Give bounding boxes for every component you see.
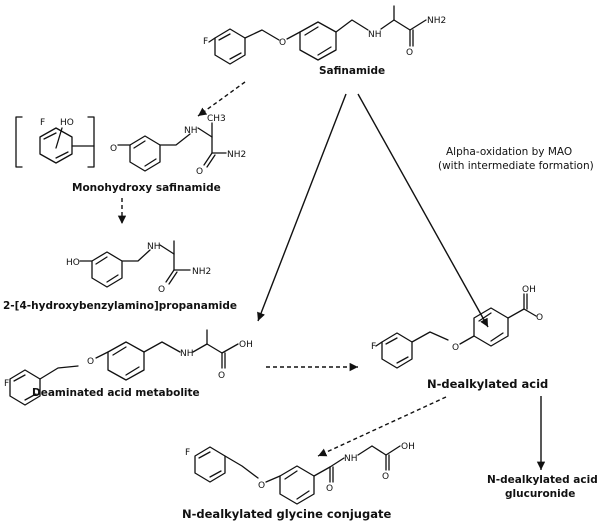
label-glucuronide-line2: glucuronide [505, 488, 575, 500]
carbonyl-oxygen-4: O [218, 371, 225, 381]
fluorine-atom: F [203, 37, 208, 47]
amide-nh: NH [344, 454, 358, 464]
monohydroxy-safinamide-structure: F HO O NH CH3 O NH2 [15, 114, 246, 177]
label-glycine-conjugate: N-dealkylated glycine conjugate [182, 507, 391, 521]
ndealkylated-acid-structure: F O OH O [371, 285, 543, 369]
amine-nh-4: NH [180, 349, 194, 359]
fluorine-atom-2: F [40, 118, 45, 128]
arrow-to-glycine-conjugate [317, 396, 447, 457]
benzyl-ring-2 [129, 135, 161, 172]
label-deaminated-acid: Deaminated acid metabolite [32, 387, 200, 399]
amine-nh-2: NH [184, 126, 198, 136]
hydroxy-group-2: HO [66, 258, 80, 268]
propanamide-structure: HO NH O NH2 [66, 240, 211, 295]
label-ndealkylated-acid: N-dealkylated acid [427, 377, 548, 391]
fluorine-atom-3: F [4, 379, 9, 389]
svg-text:CH3: CH3 [207, 114, 226, 124]
carbonyl-oxygen-3: O [158, 285, 165, 295]
ether-oxygen-2: O [110, 144, 117, 154]
fluorine-atom-4: F [371, 342, 376, 352]
benzyl-ring-3 [107, 341, 145, 381]
annotation-mao-line2: (with intermediate formation) [438, 160, 594, 172]
arrow-to-ndealkylated-acid [357, 93, 489, 328]
carbonyl-oxygen-6: O [326, 484, 333, 494]
carboxyl-oh: OH [239, 340, 253, 350]
arrow-to-monohydroxy [197, 81, 246, 117]
carbonyl-oxygen-5: O [536, 313, 543, 323]
ether-oxygen-3: O [87, 357, 94, 367]
fluorine-atom-5: F [185, 448, 190, 458]
annotation-mao-line1: Alpha-oxidation by MAO [446, 146, 572, 158]
carbonyl-oxygen-7: O [382, 472, 389, 482]
glycine-conjugate-structure: F O O NH O OH [185, 442, 415, 505]
amine-nh: NH [368, 30, 382, 40]
amide-nh2: NH2 [427, 16, 446, 26]
carboxyl-oh-2: OH [522, 285, 536, 295]
ether-oxygen-4: O [452, 343, 459, 353]
arrow-to-deaminated-acid [257, 93, 347, 322]
label-monohydroxy-safinamide: Monohydroxy safinamide [72, 182, 221, 194]
ether-oxygen-5: O [258, 481, 265, 491]
carbonyl-oxygen: O [406, 48, 413, 58]
amide-nh2-3: NH2 [192, 267, 211, 277]
safinamide-structure: F O NH O NH2 [203, 5, 446, 65]
benzamide-ring [279, 465, 315, 505]
ether-oxygen: O [279, 38, 286, 48]
hydroxy-group: HO [60, 118, 74, 128]
label-safinamide: Safinamide [319, 65, 385, 77]
hydroxyphenyl-ring [91, 251, 123, 288]
amine-nh-3: NH [147, 242, 161, 252]
hydroxy-fluorophenyl-ring [39, 127, 73, 164]
label-propanamide: 2-[4-hydroxybenzylamino]propanamide [3, 300, 237, 312]
amide-nh2-2: NH2 [227, 150, 246, 160]
deaminated-acid-structure: F O NH O OH [4, 329, 253, 406]
carboxyl-oh-3: OH [401, 442, 415, 452]
label-glucuronide-line1: N-dealkylated acid [487, 474, 598, 486]
carbonyl-oxygen-2: O [196, 167, 203, 177]
benzyl-ring [299, 21, 337, 61]
